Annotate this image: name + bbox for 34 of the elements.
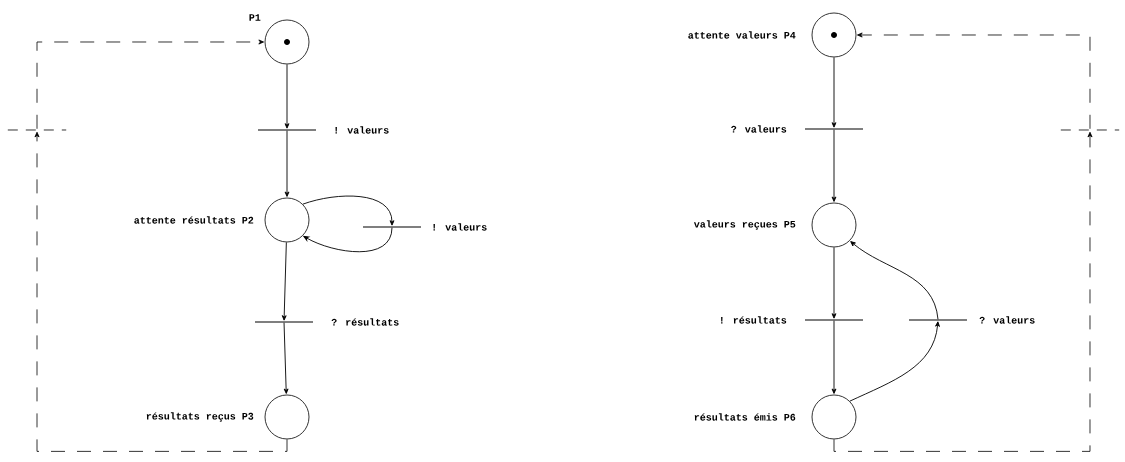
arrow xyxy=(281,241,287,321)
arrow xyxy=(849,321,940,402)
place-circle xyxy=(811,202,857,248)
node-label: ? valeurs xyxy=(731,125,787,133)
node-label: attente résultats P2 xyxy=(134,216,254,224)
place-circle xyxy=(811,394,857,440)
arrow xyxy=(303,227,393,253)
node-label: ! valeurs xyxy=(335,126,389,134)
node-label: ! résultats xyxy=(721,316,787,324)
node-label: ? valeurs xyxy=(979,316,1035,324)
node-label: P1 xyxy=(249,14,261,21)
arrow xyxy=(831,129,837,202)
place-circle xyxy=(811,12,857,58)
node-label: résultats reçus P3 xyxy=(146,412,254,422)
arrow xyxy=(831,246,837,319)
arrow xyxy=(283,322,289,394)
arrow xyxy=(302,195,395,226)
place-circle xyxy=(264,19,310,65)
arrow xyxy=(36,39,264,130)
arrow xyxy=(831,320,837,394)
node-label: ! valeurs xyxy=(433,223,487,231)
arrow xyxy=(850,241,939,320)
arrow xyxy=(833,131,1093,452)
arrow xyxy=(284,63,290,129)
arrow xyxy=(34,131,288,452)
arrow xyxy=(284,130,290,197)
arrow xyxy=(831,56,837,128)
node-label: ? résultats xyxy=(331,318,399,326)
node-label: attente valeurs P4 xyxy=(688,31,796,39)
arrow xyxy=(857,32,1091,130)
place-circle xyxy=(264,394,310,440)
node-label: valeurs reçues P5 xyxy=(693,220,796,230)
node-label: résultats émis P6 xyxy=(694,413,796,421)
place-circle xyxy=(264,197,310,243)
